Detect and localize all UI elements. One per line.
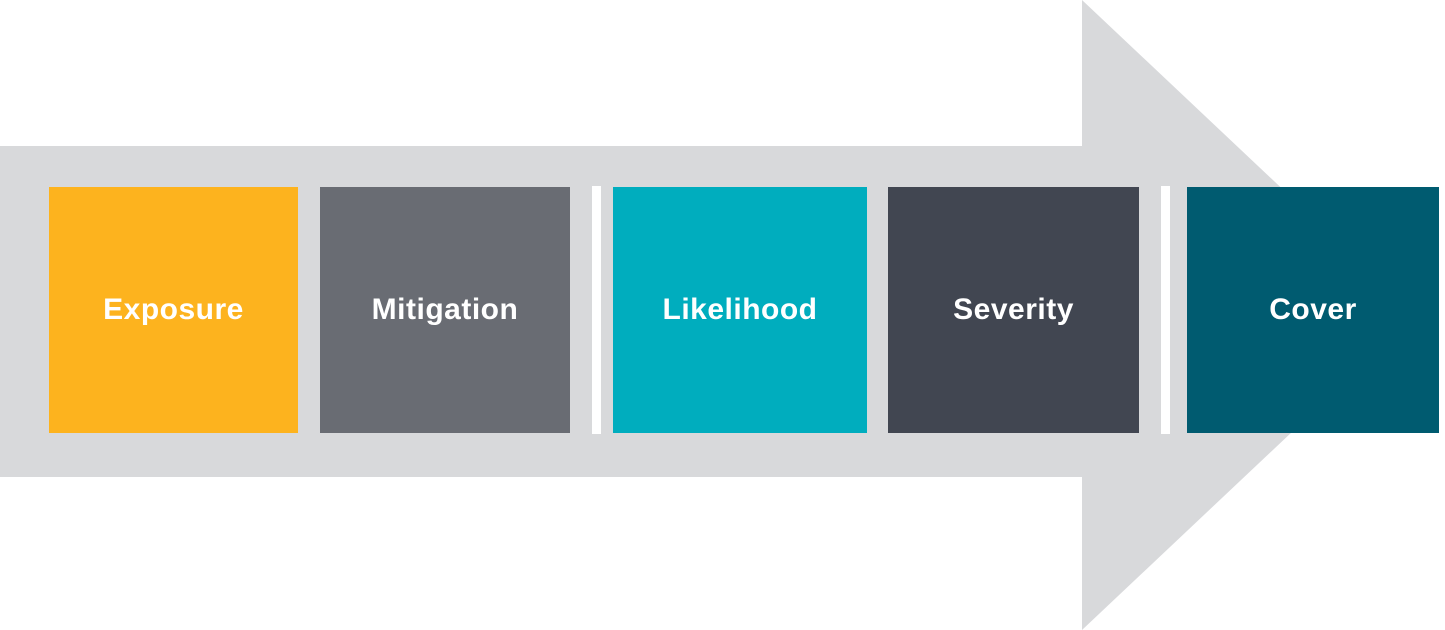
group-divider-2 [1161, 186, 1170, 434]
step-box-likelihood: Likelihood [613, 187, 867, 433]
step-label-severity: Severity [953, 293, 1074, 326]
group-divider-1 [592, 186, 601, 434]
step-label-cover: Cover [1269, 293, 1357, 326]
step-label-exposure: Exposure [103, 293, 244, 326]
step-box-mitigation: Mitigation [320, 187, 570, 433]
step-label-likelihood: Likelihood [662, 293, 818, 326]
step-label-mitigation: Mitigation [371, 293, 519, 326]
step-box-cover: Cover [1187, 187, 1439, 433]
step-box-exposure: Exposure [49, 187, 298, 433]
step-box-severity: Severity [888, 187, 1139, 433]
